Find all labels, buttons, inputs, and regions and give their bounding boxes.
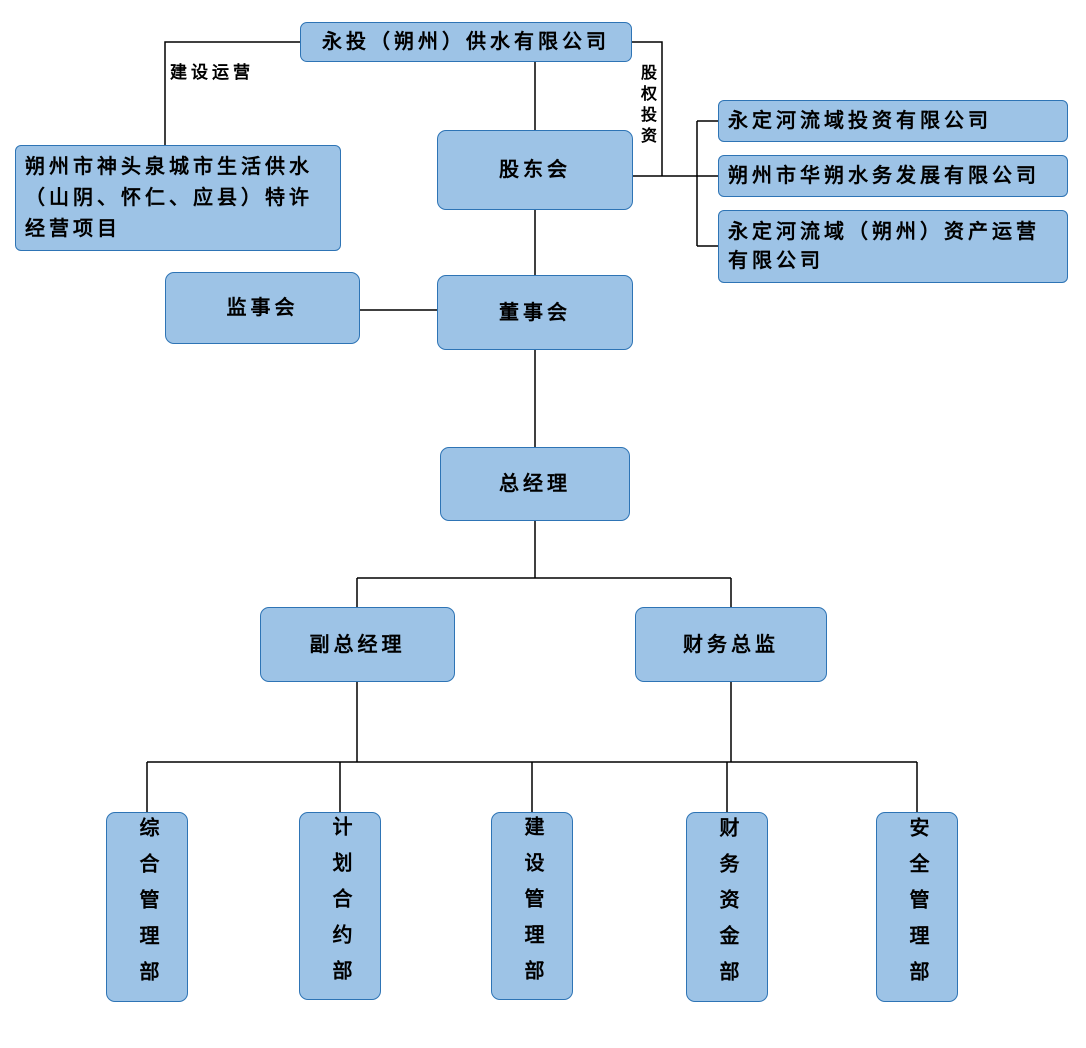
node-board-of-directors: 董事会 [437, 275, 633, 350]
node-subsidiary-yongdinghe-investment: 永定河流域投资有限公司 [718, 100, 1068, 142]
node-supervisory-board: 监事会 [165, 272, 360, 344]
node-shareholders-meeting: 股东会 [437, 130, 633, 210]
node-dept-finance-funds: 财务资金部 [686, 812, 768, 1002]
node-root-company: 永投（朔州）供水有限公司 [300, 22, 632, 62]
node-deputy-general-manager: 副总经理 [260, 607, 455, 682]
node-dept-planning-contract: 计划合约部 [299, 812, 381, 1000]
edge-label-construction-operation: 建设运营 [170, 63, 254, 82]
connector-root-to-project [164, 41, 300, 145]
node-dept-general-management: 综合管理部 [106, 812, 188, 1002]
node-subsidiary-huashuo-water: 朔州市华朔水务发展有限公司 [718, 155, 1068, 197]
node-dept-construction-management: 建设管理部 [491, 812, 573, 1000]
edge-label-equity-investment: 股权投资 [638, 64, 655, 148]
node-subsidiary-asset-operation: 永定河流域（朔州）资产运营有限公司 [718, 210, 1068, 283]
node-general-manager: 总经理 [440, 447, 630, 521]
node-franchise-project: 朔州市神头泉城市生活供水（山阴、怀仁、应县）特许经营项目 [15, 145, 341, 251]
connector-root-to-subsidiaries [632, 41, 663, 176]
node-financial-director: 财务总监 [635, 607, 827, 682]
node-dept-safety-management: 安全管理部 [876, 812, 958, 1002]
